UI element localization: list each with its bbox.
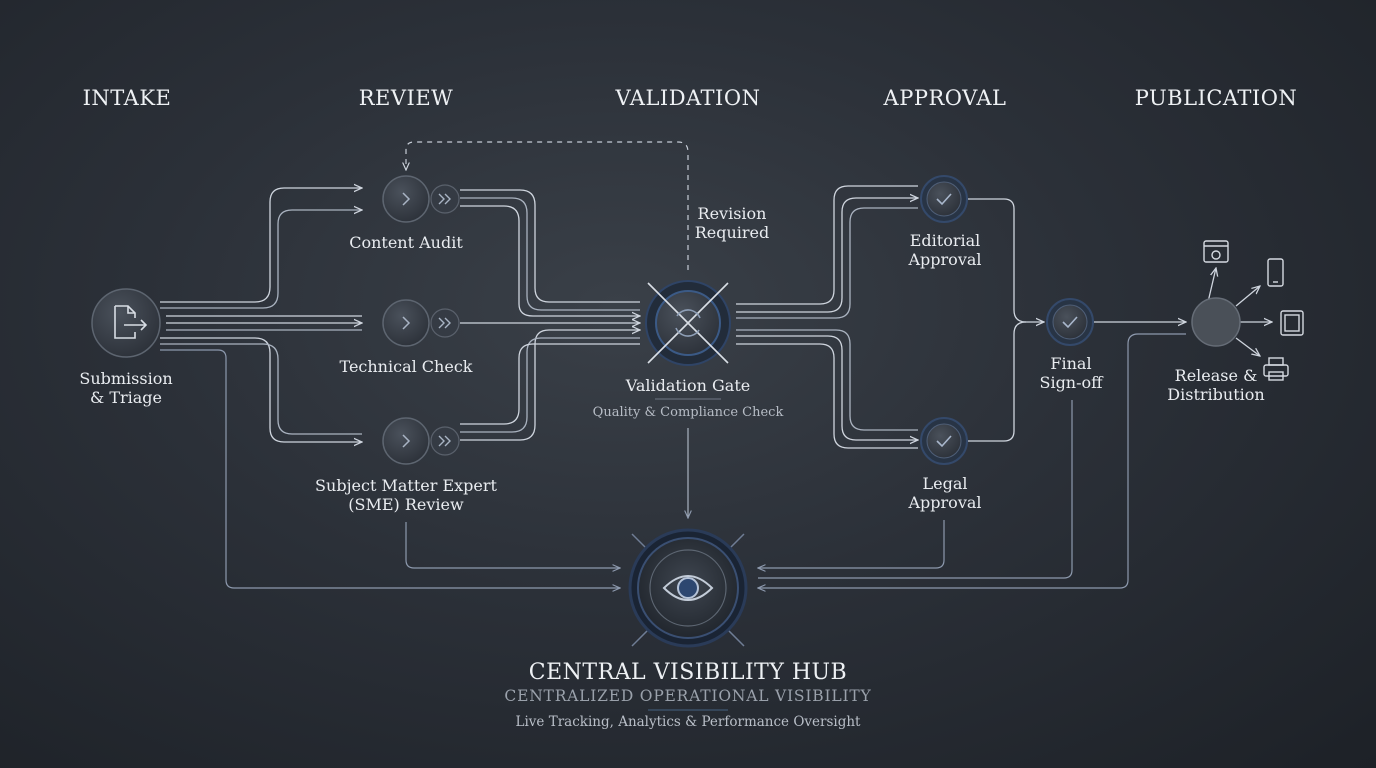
revision-loop-connector bbox=[406, 141, 689, 270]
hub-feed-connectors bbox=[160, 333, 1186, 588]
fast-forward-icon bbox=[438, 435, 451, 447]
stage-approval: APPROVAL bbox=[883, 86, 1007, 110]
editorial-approval-node[interactable] bbox=[920, 175, 968, 223]
hub-title: CENTRAL VISIBILITY HUB bbox=[528, 660, 848, 685]
intake-to-review-connectors bbox=[160, 188, 362, 442]
final-signoff-label: Final Sign-off bbox=[1039, 354, 1103, 392]
fast-forward-icon bbox=[438, 317, 451, 329]
central-hub-node[interactable] bbox=[628, 528, 748, 648]
sme-review-label: Subject Matter Expert (SME) Review bbox=[315, 476, 497, 514]
final-signoff-node[interactable] bbox=[1046, 298, 1094, 346]
eye-icon bbox=[662, 575, 714, 601]
release-label: Release & Distribution bbox=[1167, 366, 1265, 404]
legal-approval-node[interactable] bbox=[920, 417, 968, 465]
content-audit-node[interactable] bbox=[382, 175, 460, 223]
chevron-right-icon bbox=[402, 434, 411, 448]
printer-icon bbox=[1263, 357, 1289, 381]
chevron-right-icon bbox=[402, 316, 411, 330]
hub-description: Live Tracking, Analytics & Performance O… bbox=[515, 714, 861, 730]
release-fanout-connectors bbox=[1207, 268, 1272, 356]
fast-forward-icon bbox=[438, 193, 451, 205]
check-icon bbox=[1062, 316, 1078, 329]
stage-validation: VALIDATION bbox=[615, 86, 761, 110]
validation-gate-sublabel: Quality & Compliance Check bbox=[592, 405, 784, 420]
hub-subtitle: CENTRALIZED OPERATIONAL VISIBILITY bbox=[504, 687, 872, 705]
document-arrow-icon bbox=[114, 305, 148, 339]
web-camera-icon bbox=[1203, 240, 1229, 263]
stage-intake: INTAKE bbox=[82, 86, 172, 110]
legal-approval-label: Legal Approval bbox=[908, 474, 982, 512]
release-node[interactable] bbox=[1191, 297, 1241, 347]
sme-review-node[interactable] bbox=[382, 417, 460, 465]
stage-review: REVIEW bbox=[358, 86, 454, 110]
validation-gate-label: Validation Gate bbox=[625, 376, 751, 395]
validation-to-approval-connectors bbox=[736, 185, 918, 449]
content-audit-label: Content Audit bbox=[349, 233, 463, 252]
check-icon bbox=[936, 193, 952, 206]
validation-gate-node[interactable] bbox=[645, 280, 731, 366]
stage-publication: PUBLICATION bbox=[1134, 86, 1298, 110]
check-icon bbox=[936, 435, 952, 448]
refresh-icon bbox=[675, 309, 701, 337]
technical-check-label: Technical Check bbox=[339, 357, 473, 376]
smartphone-icon bbox=[1267, 258, 1284, 287]
technical-check-node[interactable] bbox=[382, 299, 460, 347]
approval-to-signoff-connectors bbox=[968, 198, 1186, 442]
editorial-approval-label: Editorial Approval bbox=[908, 231, 982, 269]
revision-required-label: Revision Required bbox=[694, 204, 770, 242]
submission-label: Submission & Triage bbox=[79, 369, 173, 407]
review-to-validation-connectors bbox=[460, 189, 640, 441]
tablet-icon bbox=[1280, 310, 1304, 336]
submission-node[interactable] bbox=[91, 288, 161, 358]
chevron-right-icon bbox=[402, 192, 411, 206]
